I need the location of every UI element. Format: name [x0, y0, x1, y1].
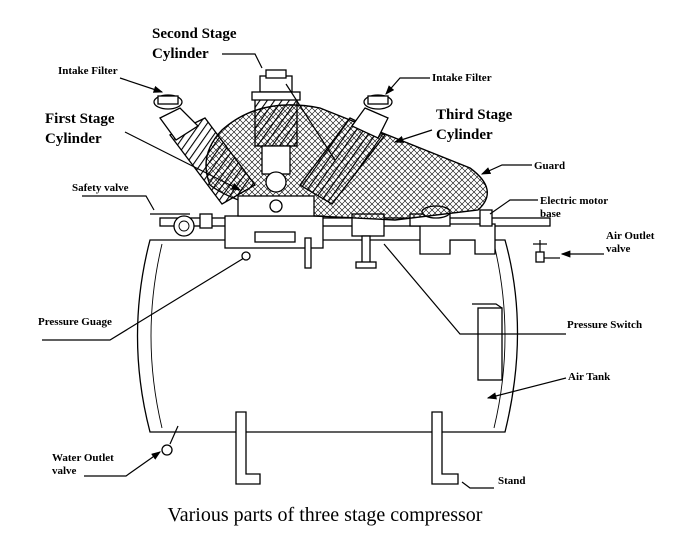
label-air-tank: Air Tank	[486, 371, 611, 400]
label-pressure-gauge: Pressure Guage	[38, 251, 251, 341]
stand-text: Stand	[498, 475, 526, 487]
label-first-stage-line2: Cylinder	[45, 131, 102, 147]
label-pressure-switch: Pressure Switch	[383, 243, 642, 335]
safety-valve-part	[150, 213, 195, 237]
intake-filter-right-text: Intake Filter	[432, 72, 492, 84]
pressure-gauge-text: Pressure Guage	[38, 316, 112, 328]
label-water-outlet-valve-line1: Water Outlet	[52, 452, 114, 464]
label-electric-motor-base-line2: base	[540, 208, 561, 220]
guard-text: Guard	[534, 160, 565, 172]
safety-valve-text: Safety valve	[72, 182, 129, 194]
stand	[235, 411, 459, 485]
label-third-stage: Third Stage Cylinder	[393, 107, 513, 143]
first-stage-cylinder	[153, 94, 256, 205]
label-electric-motor-base: Electric motor base	[489, 195, 608, 220]
air-outlet-valve-part	[533, 240, 560, 263]
caption: Various parts of three stage compressor	[168, 504, 483, 526]
label-air-outlet-valve-line1: Air Outlet	[606, 230, 655, 242]
label-second-stage-line1: Second Stage	[152, 26, 237, 42]
air-tank	[136, 239, 519, 433]
pressure-switch-text: Pressure Switch	[567, 319, 642, 331]
label-first-stage-line1: First Stage	[45, 111, 115, 127]
label-third-stage-line1: Third Stage	[436, 107, 513, 123]
label-first-stage: First Stage Cylinder	[45, 111, 242, 191]
label-water-outlet-valve: Water Outlet valve	[52, 451, 161, 477]
label-stand: Stand	[461, 475, 526, 489]
label-second-stage: Second Stage Cylinder	[152, 26, 263, 69]
intake-filter-left-text: Intake Filter	[58, 65, 118, 77]
label-guard: Guard	[480, 160, 565, 175]
pressure-switch-box	[477, 307, 503, 381]
label-electric-motor-base-line1: Electric motor	[540, 195, 608, 207]
label-intake-filter-right: Intake Filter	[385, 72, 492, 95]
label-second-stage-line2: Cylinder	[152, 46, 209, 62]
third-stage-cylinder	[299, 94, 393, 205]
label-third-stage-line2: Cylinder	[436, 127, 493, 143]
water-outlet-valve-part	[161, 425, 179, 456]
second-stage-cylinder	[237, 69, 336, 217]
label-air-outlet-valve-line2: valve	[606, 243, 631, 255]
label-intake-filter-left: Intake Filter	[58, 65, 164, 93]
air-tank-text: Air Tank	[568, 371, 611, 383]
label-water-outlet-valve-line2: valve	[52, 465, 77, 477]
label-safety-valve: Safety valve	[72, 182, 155, 211]
label-air-outlet-valve: Air Outlet valve	[560, 230, 655, 258]
